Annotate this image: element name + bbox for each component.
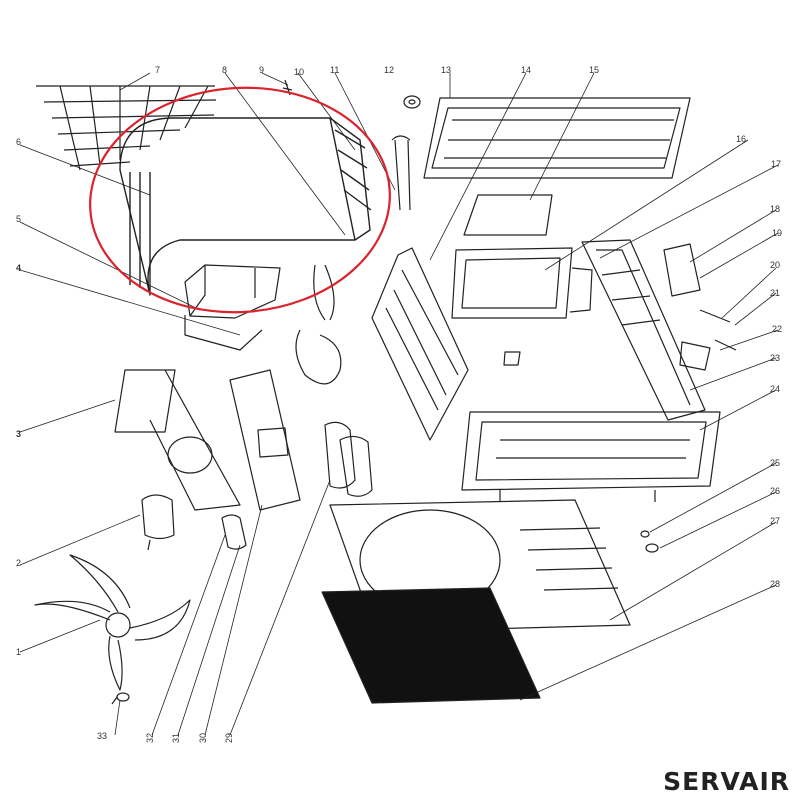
part-label-27: 27	[770, 516, 780, 526]
part-label-1: 1	[16, 647, 21, 657]
top-cover-panel	[423, 97, 691, 179]
part-label-4: 4	[16, 263, 21, 273]
part-label-33: 33	[97, 731, 107, 741]
front-grille	[321, 587, 541, 704]
part-label-21: 21	[770, 288, 780, 298]
fan-motor	[141, 494, 175, 551]
part-label-20: 20	[770, 260, 780, 270]
part-label-2: 2	[16, 558, 21, 568]
copper-tubing	[282, 79, 411, 385]
part-label-25: 25	[770, 458, 780, 468]
part-label-12: 12	[384, 65, 394, 75]
part-label-26: 26	[770, 486, 780, 496]
part-label-28: 28	[770, 579, 780, 589]
side-grille-panel	[371, 247, 469, 441]
part-label-8: 8	[222, 65, 227, 75]
partition-bracket	[184, 264, 281, 351]
motor-bracket	[114, 369, 241, 511]
part-label-3: 3	[16, 429, 21, 439]
part-label-15: 15	[589, 65, 599, 75]
part-label-29: 29	[224, 733, 234, 743]
compressor	[324, 421, 373, 497]
part-labels: 1 2 3 4 5 6 7 8 9 10 11 12 13 14 15 16 1…	[16, 65, 782, 743]
part-label-18: 18	[770, 204, 780, 214]
part-label-30: 30	[198, 733, 208, 743]
condenser-coil	[119, 117, 372, 296]
brand-logo: SERVAIR	[663, 767, 790, 796]
part-label-7: 7	[155, 65, 160, 75]
part-label-10: 10	[294, 67, 304, 77]
right-side-panel	[581, 239, 737, 421]
part-label-19: 19	[772, 228, 782, 238]
part-label-5: 5	[16, 214, 21, 224]
fan-blade	[34, 554, 191, 691]
leader-lines	[19, 72, 779, 736]
part-label-22: 22	[772, 324, 782, 334]
part-label-6: 6	[16, 137, 21, 147]
part-label-13: 13	[441, 65, 451, 75]
part-label-31: 31	[171, 733, 181, 743]
electrical-box	[451, 194, 593, 366]
wire-guard-grid	[36, 85, 217, 171]
part-label-32: 32	[145, 733, 155, 743]
base-pan	[461, 411, 721, 502]
part-label-14: 14	[521, 65, 531, 75]
part-label-11: 11	[330, 65, 339, 75]
washers	[640, 530, 659, 553]
part-label-17: 17	[771, 159, 781, 169]
part-label-16: 16	[736, 134, 746, 144]
highlight-ellipse	[89, 86, 391, 314]
part-label-9: 9	[259, 65, 264, 75]
grommet	[403, 95, 421, 109]
clip	[111, 692, 130, 705]
capacitor	[221, 514, 247, 550]
part-label-23: 23	[770, 353, 780, 363]
control-board	[229, 369, 301, 511]
part-label-24: 24	[770, 384, 780, 394]
